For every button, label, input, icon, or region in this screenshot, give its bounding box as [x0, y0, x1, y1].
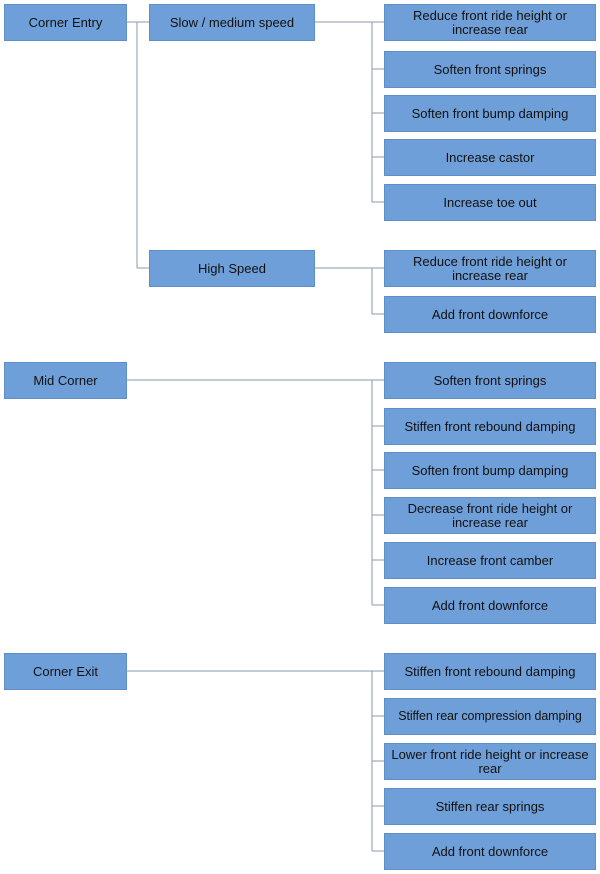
adjustment-box: Increase front camber	[384, 542, 596, 579]
adjustment-box: Soften front bump damping	[384, 452, 596, 489]
adjustment-box: Soften front bump damping	[384, 95, 596, 132]
adjustment-box: Stiffen rear compression damping	[384, 698, 596, 735]
adjustment-box: Stiffen front rebound damping	[384, 653, 596, 690]
adjustment-box: Add front downforce	[384, 296, 596, 333]
subcategory-high-speed: High Speed	[149, 250, 315, 287]
adjustment-box: Stiffen rear springs	[384, 788, 596, 825]
category-corner-exit: Corner Exit	[4, 653, 127, 690]
adjustment-box: Reduce front ride height or increase rea…	[384, 250, 596, 287]
adjustment-box: Reduce front ride height or increase rea…	[384, 4, 596, 41]
adjustment-box: Stiffen front rebound damping	[384, 408, 596, 445]
category-mid-corner: Mid Corner	[4, 362, 127, 399]
category-corner-entry: Corner Entry	[4, 4, 127, 41]
adjustment-box: Soften front springs	[384, 51, 596, 88]
adjustment-box: Lower front ride height or increase rear	[384, 743, 596, 780]
adjustment-box: Decrease front ride height or increase r…	[384, 497, 596, 534]
adjustment-box: Soften front springs	[384, 362, 596, 399]
adjustment-box: Increase toe out	[384, 184, 596, 221]
adjustment-box: Add front downforce	[384, 833, 596, 870]
adjustment-box: Add front downforce	[384, 587, 596, 624]
adjustment-box: Increase castor	[384, 139, 596, 176]
subcategory-slow-medium-speed: Slow / medium speed	[149, 4, 315, 41]
